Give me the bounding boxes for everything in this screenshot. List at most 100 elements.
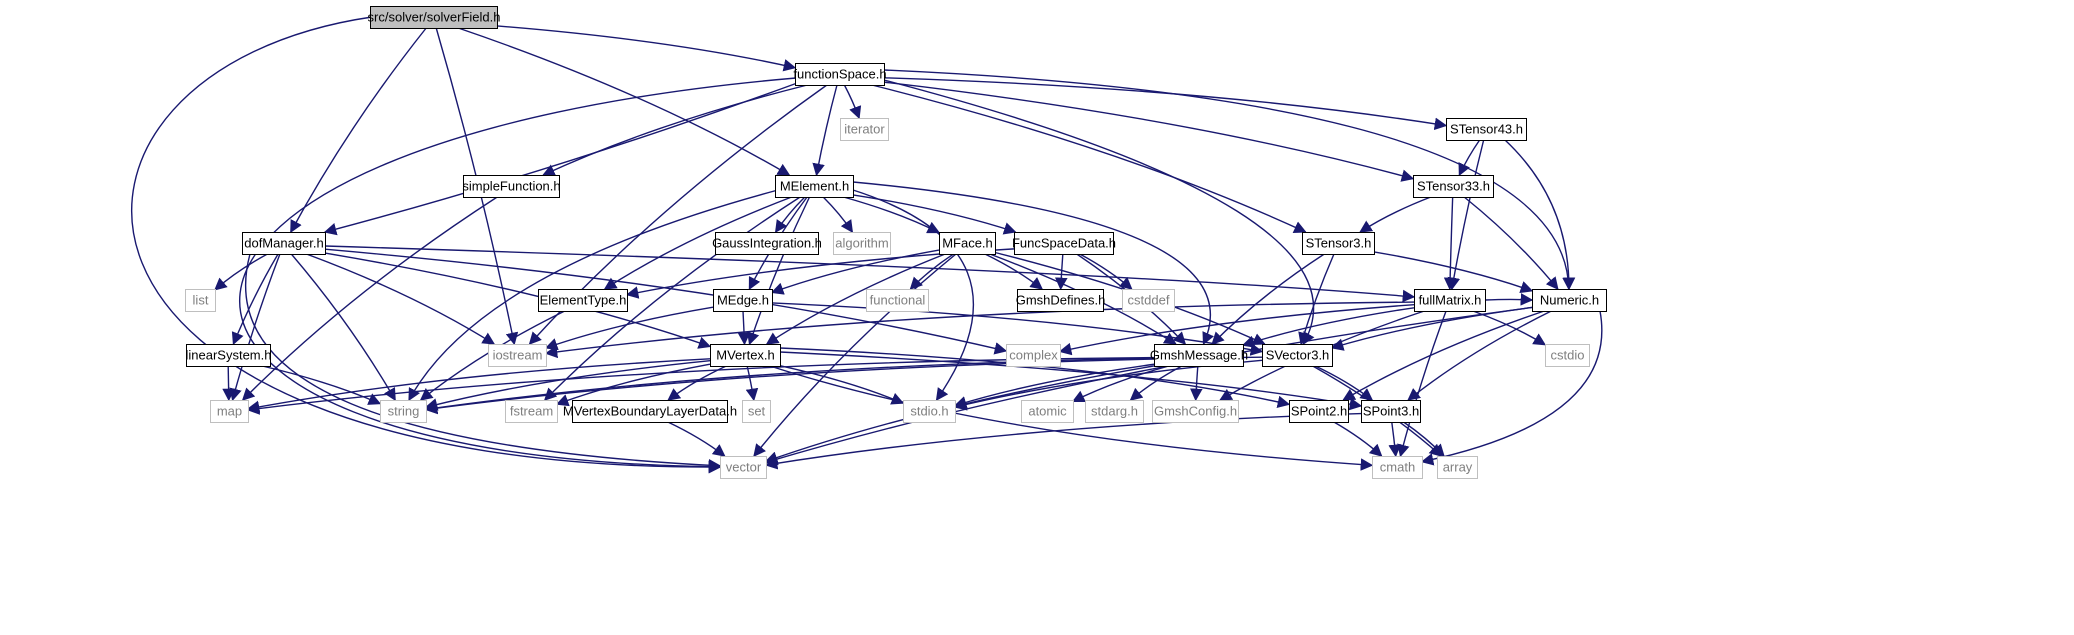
node-label: fstream [510, 403, 553, 418]
edge-mface-to-functional [909, 253, 954, 290]
node-label: MEdge.h [717, 292, 769, 307]
file-nodes: src/solver/solverField.h functionSpace.h i… [185, 6, 1607, 479]
edge-gmshmessage-to-map [246, 356, 1155, 415]
node-box [840, 118, 889, 141]
node-box [1414, 289, 1486, 312]
edge-melement-to-gmshmessage [852, 181, 1214, 346]
node-label: GaussIntegration.h [712, 235, 822, 250]
node-fstream: fstream [505, 400, 558, 423]
edge-funcspacedata-to-elementtype [625, 248, 1015, 299]
edge-stensor33-to-fullmatrix [1443, 196, 1457, 291]
node-cmath: cmath [1372, 456, 1423, 479]
node-box [1545, 344, 1590, 367]
edge-mvertex-to-string [424, 360, 711, 411]
edge-gmshmessage-to-atomic [1071, 365, 1169, 403]
node-box [1152, 400, 1239, 423]
edge-numeric-to-cmath [1420, 310, 1603, 466]
node-stensor3[interactable]: STensor3.h [1302, 232, 1375, 255]
node-box [370, 6, 498, 29]
edge-melement-to-algorithm [822, 196, 854, 234]
edge-elementtype-to-string [419, 310, 566, 401]
edge-functionspace-to-vector [239, 77, 797, 473]
node-spoint3[interactable]: SPoint3.h [1361, 400, 1421, 423]
node-gmshdefines[interactable]: GmshDefines.h [1016, 289, 1106, 312]
node-box [1122, 289, 1175, 312]
node-box [1017, 289, 1104, 312]
edge-solverfield-to-dofmanager [290, 27, 427, 234]
node-box [1437, 456, 1478, 479]
node-list: list [185, 289, 216, 312]
node-box [185, 289, 216, 312]
node-gmshmessage[interactable]: GmshMessage.h [1150, 344, 1248, 367]
node-gaussintegration[interactable]: GaussIntegration.h [712, 232, 822, 255]
edge-fullmatrix-to-cmath [1397, 310, 1447, 458]
edge-linearsystem-to-string [262, 365, 382, 405]
edge-mvertex-to-set [745, 365, 759, 402]
node-iterator: iterator [840, 118, 889, 141]
edge-dofmanager-to-list [214, 253, 268, 291]
node-box [1372, 456, 1423, 479]
edge-mface-to-medge [770, 249, 940, 295]
node-label: SVector3.h [1266, 347, 1330, 362]
edge-fullmatrix-to-numeric [1484, 293, 1534, 306]
node-solverfield[interactable]: src/solver/solverField.h [368, 6, 501, 29]
node-fullmatrix[interactable]: fullMatrix.h [1414, 289, 1486, 312]
node-label: GmshConfig.h [1154, 403, 1237, 418]
edge-simplefunction-to-map [241, 196, 498, 401]
node-cstdio: cstdio [1545, 344, 1590, 367]
node-stensor43[interactable]: STensor43.h [1446, 118, 1527, 141]
edge-mface-to-mvertex [765, 253, 946, 345]
edge-functionspace-to-melement [812, 84, 838, 177]
node-label: vector [726, 459, 762, 474]
node-medge[interactable]: MEdge.h [713, 289, 773, 312]
edge-stensor43-to-fullmatrix [1447, 139, 1485, 291]
node-label: SPoint3.h [1363, 403, 1419, 418]
node-spoint2[interactable]: SPoint2.h [1289, 400, 1349, 423]
node-box [866, 289, 929, 312]
node-box [572, 400, 728, 423]
node-melement[interactable]: MElement.h [775, 175, 854, 198]
edge-mvertex-to-map [246, 358, 711, 414]
edge-functionspace-to-stensor43 [883, 77, 1448, 131]
node-label: stdarg.h [1091, 403, 1138, 418]
node-atomic: atomic [1021, 400, 1074, 423]
edge-spoint3-to-array [1403, 421, 1445, 457]
node-array: array [1437, 456, 1478, 479]
node-box [463, 175, 560, 198]
node-numeric[interactable]: Numeric.h [1532, 289, 1607, 312]
node-label: list [193, 292, 209, 307]
node-box [1014, 232, 1114, 255]
node-functionspace[interactable]: functionSpace.h [793, 63, 887, 86]
node-box [1446, 118, 1527, 141]
edge-mface-to-vector [753, 253, 957, 457]
node-label: SPoint2.h [1291, 403, 1347, 418]
node-simplefunction[interactable]: simpleFunction.h [462, 175, 561, 198]
node-elementtype[interactable]: ElementType.h [538, 289, 628, 312]
edge-mvertex-to-stdio [779, 364, 905, 405]
node-box [1361, 400, 1421, 423]
edge-dofmanager-to-string [290, 253, 396, 402]
edge-stensor3-to-gmshmessage [1211, 253, 1325, 345]
node-linearsystem[interactable]: linearSystem.h [186, 344, 272, 367]
node-svector3[interactable]: SVector3.h [1262, 344, 1333, 367]
node-mvertexboundary[interactable]: MVertexBoundaryLayerData.h [563, 400, 737, 423]
node-box [488, 344, 547, 367]
node-box [720, 456, 767, 479]
node-dofmanager[interactable]: dofManager.h [242, 232, 326, 255]
edge-gmshmessage-to-gmshconfig [1189, 365, 1203, 402]
node-box [742, 400, 771, 423]
edge-dofmanager-to-iostream [306, 253, 496, 345]
edge-gmshmessage-to-stdio [953, 363, 1155, 409]
edge-funcspacedata-to-cstddef [1079, 253, 1133, 290]
node-mface[interactable]: MFace.h [939, 232, 996, 255]
node-label: functionSpace.h [793, 66, 886, 81]
node-box [1413, 175, 1494, 198]
node-stensor33[interactable]: STensor33.h [1413, 175, 1494, 198]
edge-dofmanager-to-linearsystem [231, 253, 279, 346]
node-label: array [1443, 459, 1473, 474]
node-mvertex[interactable]: MVertex.h [710, 344, 781, 367]
edge-melement-to-elementtype [603, 196, 792, 290]
node-label: MElement.h [780, 178, 849, 193]
node-funcspacedata[interactable]: FuncSpaceData.h [1012, 232, 1116, 255]
